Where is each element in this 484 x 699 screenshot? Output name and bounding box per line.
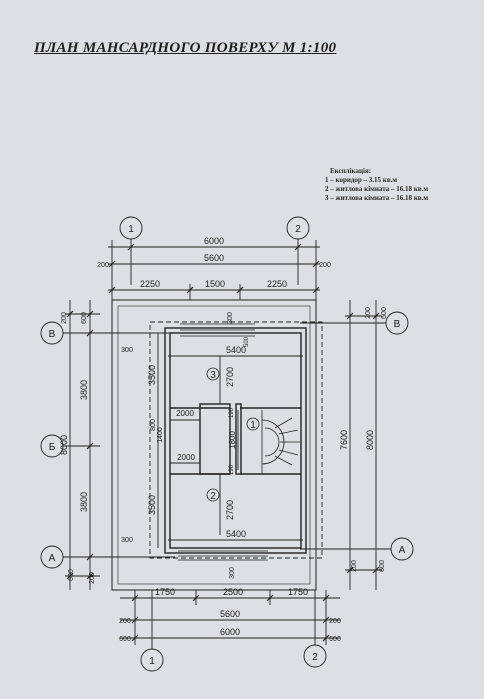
- dim-room2-3500: 3500: [147, 495, 157, 515]
- dim-small-300b: 300: [121, 537, 133, 544]
- dim-right-7600: 7600: [339, 430, 349, 450]
- legend-item: 3 – житлова кімната – 16.18 кв.м: [325, 194, 429, 202]
- legend-item: 1 – коридор – 3.15 кв.м: [325, 176, 398, 184]
- dim-corr-1800: 1800: [228, 431, 237, 449]
- dim-small-190b: 190: [229, 464, 235, 475]
- window-bottom: [178, 550, 268, 561]
- dim-left-600a: 600: [81, 312, 88, 324]
- axis-label-left-a: А: [49, 553, 56, 564]
- dim-small-190a: 190: [229, 407, 235, 418]
- dim-left-3800a: 3800: [79, 380, 89, 400]
- axis-label-right-v: В: [394, 319, 401, 330]
- dim-top-6000: 6000: [204, 236, 224, 246]
- dim-top-1500: 1500: [205, 279, 225, 289]
- legend: Експлікація: 1 – коридор – 3.15 кв.м 2 –…: [325, 167, 428, 203]
- legend-item: 2 – житлова кімната – 16.18 кв.м: [325, 185, 429, 193]
- axis-marker-left-b: [40, 434, 100, 458]
- axis-label-left-b: Б: [49, 442, 56, 453]
- room-label-3: 3: [210, 370, 216, 381]
- roof-line: [149, 321, 323, 559]
- dim-right-200a: 200: [365, 307, 372, 319]
- axis-marker-right-a: [300, 537, 414, 561]
- axis-label-bottom-2: 2: [312, 652, 318, 663]
- dim-top-200a: 200: [97, 262, 109, 269]
- dim-right-600b: 600: [379, 560, 386, 572]
- axis-marker-right-v: [300, 311, 409, 335]
- dim-room2-width: 5400: [226, 529, 246, 539]
- axis-marker-left-a: [40, 545, 175, 569]
- dim-bottom-600a: 600: [119, 636, 131, 643]
- dim-room3-2700: 2700: [225, 367, 235, 387]
- dim-small-300c: 300: [227, 312, 234, 324]
- dim-top-200b: 200: [319, 262, 331, 269]
- dim-top-2250b: 2250: [267, 279, 287, 289]
- dim-bottom-1750a: 1750: [155, 587, 175, 597]
- axis-label-top-2: 2: [295, 224, 301, 235]
- dim-small-300a: 300: [121, 347, 133, 354]
- dim-bottom-1750b: 1750: [288, 587, 308, 597]
- dim-bottom-5600: 5600: [220, 609, 240, 619]
- outer-wall: [111, 299, 317, 591]
- spiral-stair: [261, 410, 300, 474]
- dim-corr-2000a: 2000: [176, 409, 194, 418]
- dim-right-8000: 8000: [365, 430, 375, 450]
- axis-label-right-a: А: [399, 545, 406, 556]
- window-top: [180, 323, 255, 337]
- dim-left-200a: 200: [61, 312, 68, 324]
- dim-right-600a: 600: [381, 307, 388, 319]
- dim-small-300d: 300: [229, 567, 236, 579]
- room-label-1: 1: [250, 420, 256, 431]
- dim-bottom-200b: 200: [329, 618, 341, 625]
- dim-top-5600: 5600: [204, 253, 224, 263]
- axis-label-bottom-1: 1: [149, 656, 155, 667]
- axis-label-left-v: В: [49, 329, 56, 340]
- dim-room3-3500: 3500: [147, 365, 157, 385]
- dim-room2-2700: 2700: [225, 500, 235, 520]
- axis-marker-bottom-2: [303, 590, 327, 668]
- axis-label-top-1: 1: [128, 224, 134, 235]
- dim-room3-width: 5400: [226, 345, 246, 355]
- dim-left-3800b: 3800: [79, 492, 89, 512]
- dim-left-8000: 8000: [59, 435, 69, 455]
- dim-corr-2000b: 2000: [177, 453, 195, 462]
- axis-marker-left-v: [40, 321, 175, 345]
- dim-bottom-2500: 2500: [223, 587, 243, 597]
- dim-right-200b: 200: [351, 560, 358, 572]
- dim-small-800: 800: [150, 419, 157, 431]
- dim-bottom-6000: 6000: [220, 627, 240, 637]
- inner-walls: [164, 327, 307, 554]
- room-label-2: 2: [210, 491, 216, 502]
- dim-small-500: 500: [244, 336, 250, 347]
- dim-bottom-600b: 600: [329, 636, 341, 643]
- dim-left-600b: 600: [68, 569, 75, 581]
- axis-marker-bottom-1: [140, 590, 164, 672]
- dim-top-2250a: 2250: [140, 279, 160, 289]
- legend-heading: Експлікація:: [330, 167, 372, 175]
- dim-left-200b: 200: [89, 572, 96, 584]
- dim-bottom-200a: 200: [119, 618, 131, 625]
- dim-small-1400: 1400: [157, 427, 164, 443]
- page-title: ПЛАН МАНСАРДНОГО ПОВЕРХУ М 1:100: [34, 40, 337, 56]
